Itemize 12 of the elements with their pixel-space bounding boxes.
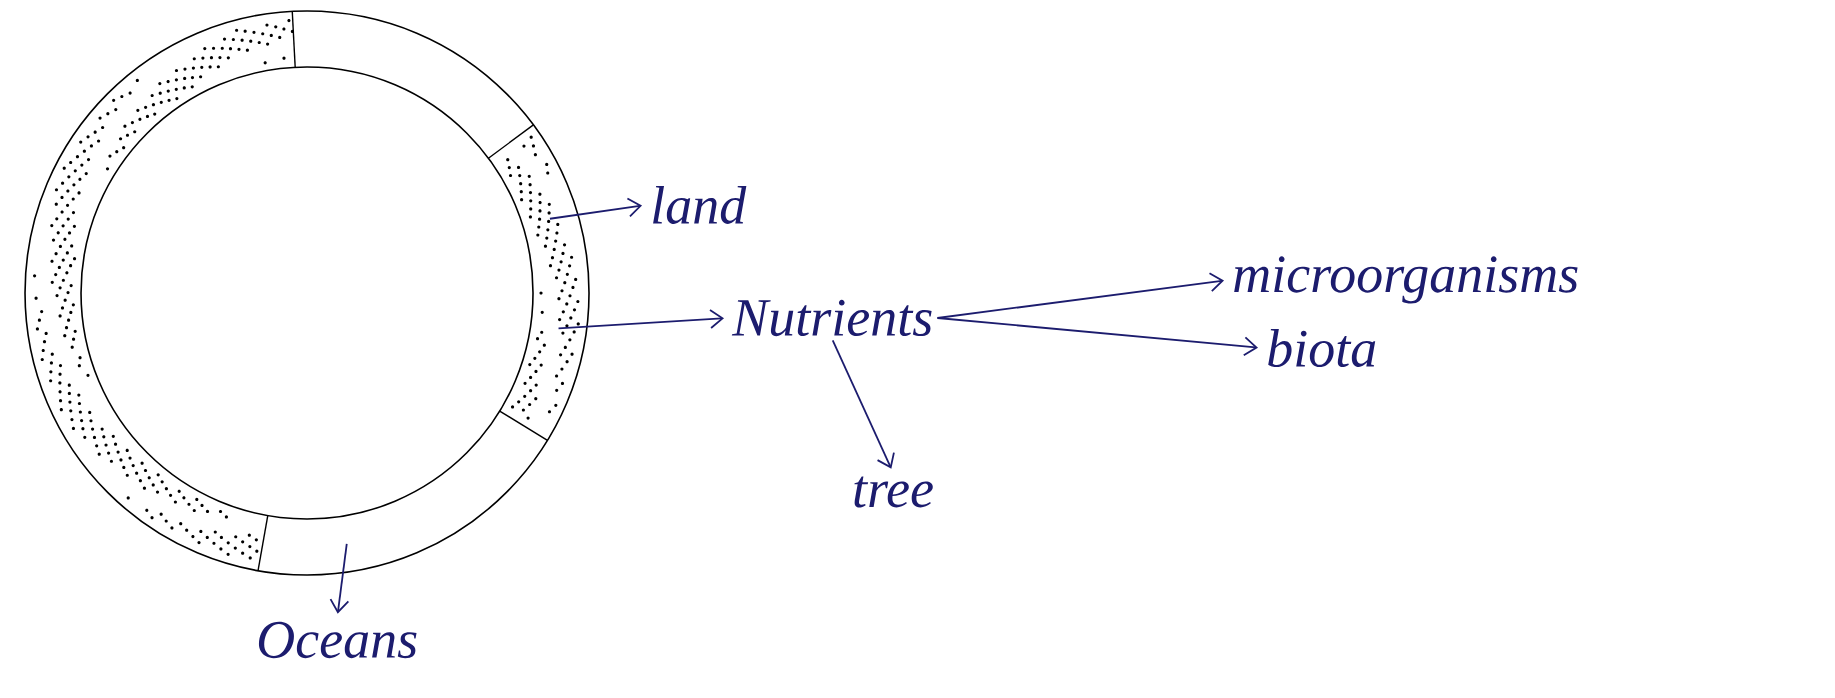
handwritten-label: microorganisms xyxy=(1234,256,1578,304)
handwritten-label: biota xyxy=(1268,329,1376,367)
arrow xyxy=(557,309,725,330)
handwritten-label: tree xyxy=(854,476,933,508)
handwritten-label: Nutrients xyxy=(731,299,932,337)
handwritten-label: Oceans xyxy=(258,621,417,659)
arrow xyxy=(831,339,895,469)
handwritten-label: land xyxy=(653,186,747,224)
globe-drawing xyxy=(24,10,590,576)
arrow xyxy=(936,317,1259,357)
arrow xyxy=(329,542,350,614)
arrow xyxy=(549,197,643,220)
